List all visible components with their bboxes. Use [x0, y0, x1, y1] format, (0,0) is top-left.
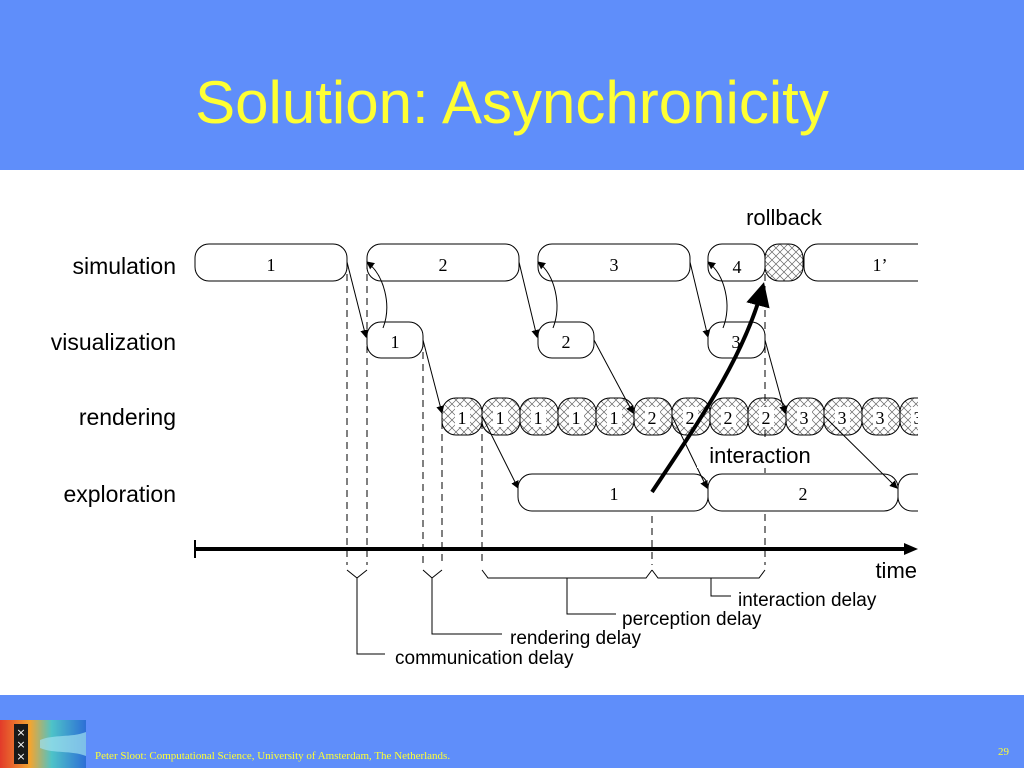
svg-text:×: ×: [16, 750, 25, 763]
timing-diagram: simulation visualization rendering explo…: [51, 205, 923, 669]
flow-arrows: [346, 261, 898, 489]
svg-text:×: ×: [16, 726, 25, 739]
time-axis: time: [194, 540, 918, 583]
page-number: 29: [998, 746, 1009, 758]
simulation-lane: 1 2 3 4 1’: [194, 243, 918, 282]
university-logo: × × ×: [0, 720, 86, 768]
svg-text:1: 1: [458, 408, 467, 428]
sim-block-label: 1: [267, 255, 276, 275]
svg-text:2: 2: [762, 408, 771, 428]
delay-braces: [346, 569, 766, 655]
svg-text:2: 2: [724, 408, 733, 428]
explore-block: [897, 473, 918, 512]
slide-title: Solution: Asynchronicity: [195, 69, 829, 136]
svg-text:2: 2: [648, 408, 657, 428]
explore-block-label: 2: [799, 484, 808, 504]
render-block-labels: 1 1 1 1 1 2 2 2 2 3 3 3 3: [455, 407, 923, 428]
svg-text:3: 3: [914, 408, 923, 428]
explore-block-label: 1: [610, 484, 619, 504]
footer-bar: [0, 695, 1024, 768]
svg-text:3: 3: [876, 408, 885, 428]
perception-delay-label: perception delay: [622, 609, 762, 630]
vis-block-label: 3: [732, 332, 741, 352]
dashed-guides: [346, 262, 766, 565]
exploration-lane: 1 2: [517, 473, 918, 512]
interaction-arrow: [650, 282, 770, 494]
footer-credit: Peter Sloot: Computational Science, Univ…: [95, 750, 451, 762]
interaction-label: interaction: [709, 443, 811, 468]
svg-text:×: ×: [16, 738, 25, 751]
communication-delay-label: communication delay: [395, 648, 574, 669]
interaction-delay-label: interaction delay: [738, 590, 877, 611]
rendering-lane: 1 1 1 1 1 2 2 2 2 3 3 3 3: [441, 397, 923, 436]
sim-block-label: 4: [733, 257, 742, 277]
sim-block-label: 3: [610, 255, 619, 275]
vis-block-label: 2: [562, 332, 571, 352]
svg-text:1: 1: [572, 408, 581, 428]
lane-label-visualization: visualization: [51, 329, 176, 355]
svg-text:1: 1: [610, 408, 619, 428]
svg-text:1: 1: [534, 408, 543, 428]
svg-text:2: 2: [686, 408, 695, 428]
svg-text:3: 3: [800, 408, 809, 428]
rendering-delay-label: rendering delay: [510, 628, 641, 649]
time-label: time: [875, 558, 917, 583]
rollback-block: [764, 243, 804, 282]
sim-block-label: 2: [439, 255, 448, 275]
svg-text:1: 1: [496, 408, 505, 428]
svg-text:3: 3: [838, 408, 847, 428]
visualization-lane: 1 2 3: [366, 321, 766, 359]
lane-label-exploration: exploration: [63, 481, 176, 507]
rollback-label: rollback: [746, 205, 823, 230]
sim-block: [803, 243, 918, 282]
header-bar: [0, 0, 1024, 170]
vis-block-label: 1: [391, 332, 400, 352]
sim-block-label: 1’: [873, 255, 888, 275]
lane-label-rendering: rendering: [79, 404, 176, 430]
lane-label-simulation: simulation: [72, 253, 176, 279]
